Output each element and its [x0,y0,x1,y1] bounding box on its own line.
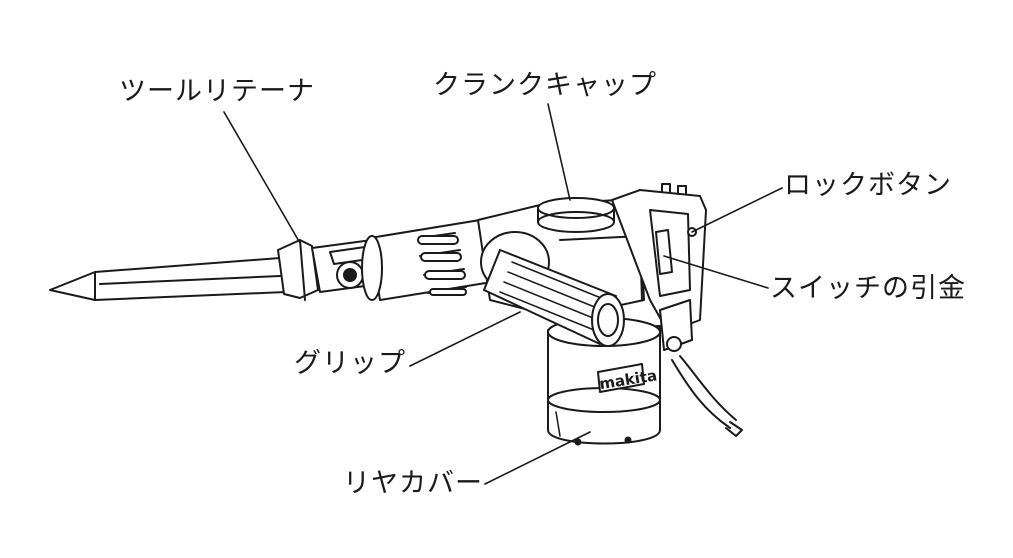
power-cord [671,355,743,437]
label-tool-retainer: ツールリテーナ [119,76,315,107]
label-rear-cover: リヤカバー [343,468,483,499]
leader-grip [409,311,521,367]
leader-crank-cap [547,103,571,201]
handle-housing [611,183,707,352]
label-crank-cap: クランクキャップ [433,70,657,101]
side-grip [480,231,625,347]
chisel-bit [49,257,287,301]
label-grip: グリップ [294,348,406,379]
label-switch-trigger: スイッチの引金 [770,273,966,304]
front-barrel [361,219,493,301]
leader-switch-trigger [663,255,769,289]
leader-lines [223,103,783,485]
label-lock-button: ロックボタン [784,170,952,201]
leader-lock-button [691,187,783,233]
leader-rear-cover [484,431,591,485]
leader-tool-retainer [223,111,301,244]
